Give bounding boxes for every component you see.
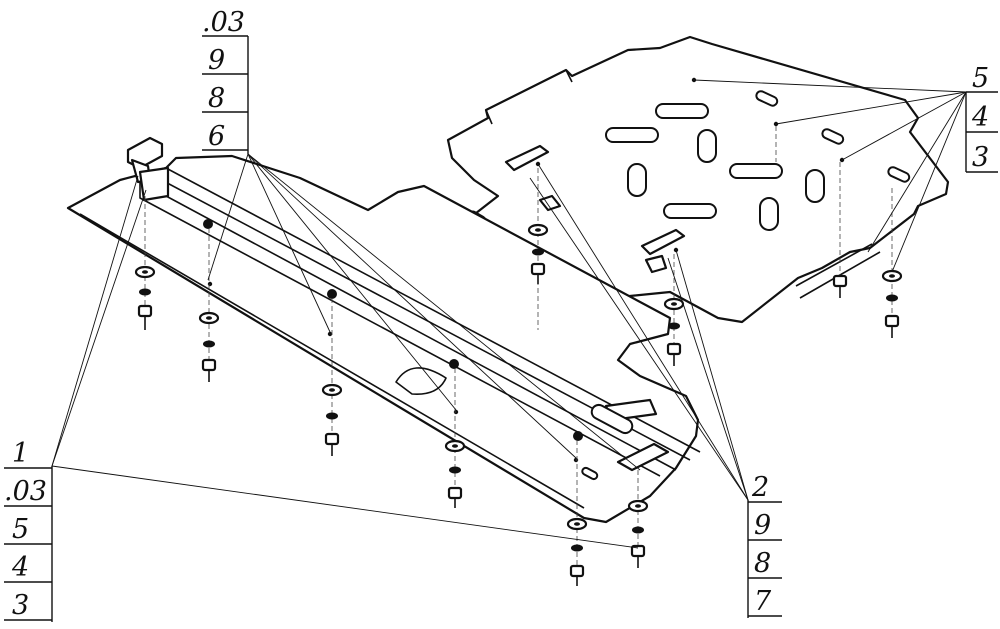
callout-top: .03 9 8 6 bbox=[202, 7, 249, 154]
leader-lines bbox=[51, 79, 967, 549]
fastener-4 bbox=[444, 439, 466, 508]
callout-left-bottom-4: 3 bbox=[12, 590, 29, 621]
fastener-2 bbox=[198, 311, 220, 382]
fastener-10 bbox=[832, 274, 848, 298]
callout-top-3: 6 bbox=[208, 121, 225, 152]
callout-right-bottom-0: 2 bbox=[751, 472, 769, 503]
callout-left-bottom-1: .03 bbox=[4, 476, 47, 507]
fastener-7 bbox=[527, 223, 549, 284]
left-plate bbox=[66, 136, 701, 524]
callout-left-bottom-3: 4 bbox=[11, 552, 29, 583]
fastener-5 bbox=[566, 517, 588, 586]
callout-right-bottom-3: 7 bbox=[754, 586, 772, 617]
callout-top-2: 8 bbox=[208, 83, 225, 114]
callout-right-bottom-1: 9 bbox=[754, 510, 771, 541]
callout-left-bottom-0: 1 bbox=[12, 438, 29, 469]
callout-top-1: 9 bbox=[208, 45, 225, 76]
callout-right-top-2: 3 bbox=[972, 142, 989, 173]
fastener-3 bbox=[321, 383, 343, 456]
fastener-6 bbox=[627, 499, 649, 568]
fasteners bbox=[134, 223, 903, 586]
callout-top-0: .03 bbox=[202, 7, 245, 38]
callout-left-bottom: 1 .03 5 4 3 bbox=[4, 438, 53, 622]
callout-right-top-0: 5 bbox=[972, 63, 989, 94]
right-plate bbox=[446, 35, 950, 324]
fastener-1 bbox=[134, 265, 156, 330]
callout-right-top: 5 4 3 bbox=[965, 63, 998, 173]
callout-right-top-1: 4 bbox=[971, 102, 989, 133]
callout-right-bottom-2: 8 bbox=[754, 548, 771, 579]
callout-left-bottom-2: 5 bbox=[12, 514, 29, 545]
fastener-8 bbox=[663, 297, 685, 366]
callout-right-bottom: 2 9 8 7 bbox=[747, 472, 782, 618]
